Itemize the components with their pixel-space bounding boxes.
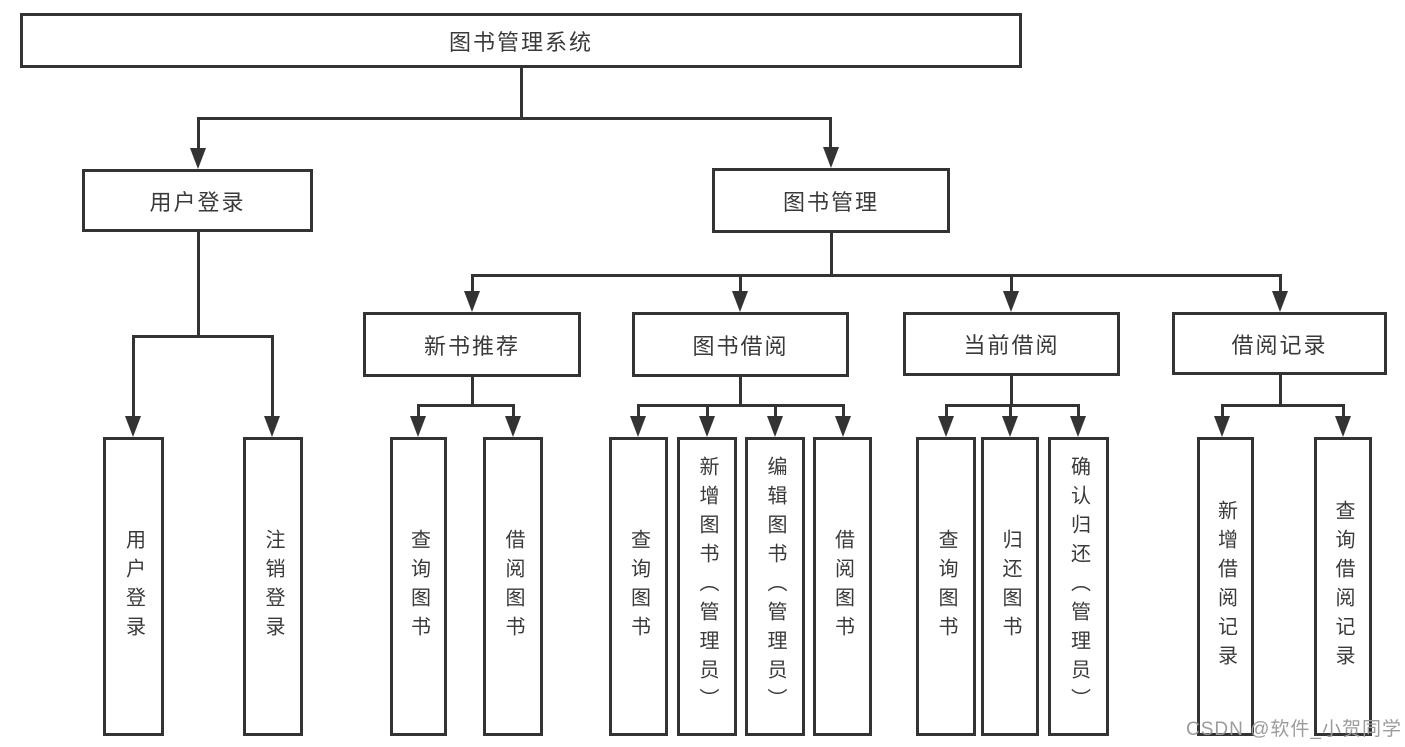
- connector-line: [1341, 403, 1345, 420]
- connector-line: [828, 116, 832, 152]
- node-label-borrowing-records: 借阅记录: [1231, 332, 1328, 358]
- arrowhead-down-icon: [822, 147, 839, 168]
- connector-line: [1278, 273, 1282, 295]
- node-label-borrow-book-borrowing: 借阅图书: [831, 528, 854, 645]
- arrowhead-down-icon: [766, 416, 783, 437]
- node-new-book-recommend: 新书推荐: [363, 312, 581, 377]
- arrowhead-down-icon: [263, 416, 280, 437]
- node-label-user-login-leaf: 用户登录: [122, 528, 145, 645]
- node-search-book-recommend: 查询图书: [390, 437, 447, 736]
- connector-line: [131, 334, 135, 418]
- connector-line: [1009, 374, 1013, 407]
- node-search-book-borrowing: 查询图书: [609, 437, 668, 736]
- arrowhead-down-icon: [698, 416, 715, 437]
- connector-line: [636, 403, 845, 407]
- connector-line: [1076, 403, 1080, 420]
- connector-line: [1220, 403, 1224, 420]
- connector-line: [196, 230, 200, 338]
- node-add-book-admin: 新增图书（管理员）: [677, 437, 737, 736]
- connector-line: [470, 375, 474, 407]
- connector-line: [470, 273, 1282, 277]
- connector-line: [511, 403, 515, 420]
- node-label-return-book: 归还图书: [999, 528, 1021, 645]
- connector-line: [841, 403, 845, 420]
- connector-line: [270, 334, 274, 418]
- node-label-add-book-admin: 新增图书（管理员）: [696, 456, 718, 717]
- connector-line: [1220, 403, 1345, 407]
- node-label-add-borrowing-record: 新增借阅记录: [1214, 499, 1237, 674]
- csdn-watermark: CSDN @软件_小贺同学: [1186, 719, 1402, 740]
- node-label-search-book-current: 查询图书: [935, 528, 957, 645]
- arrowhead-down-icon: [731, 291, 748, 312]
- node-label-current-borrowing: 当前借阅: [963, 333, 1060, 358]
- node-search-book-current: 查询图书: [916, 437, 976, 736]
- node-return-book: 归还图书: [981, 437, 1039, 736]
- node-borrow-book-borrowing: 借阅图书: [813, 437, 872, 736]
- node-current-borrowing: 当前借阅: [903, 312, 1120, 376]
- node-logout-leaf: 注销登录: [243, 437, 303, 736]
- connector-line: [131, 334, 274, 338]
- arrowhead-down-icon: [1334, 416, 1351, 437]
- node-edit-book-admin: 编辑图书（管理员）: [745, 437, 805, 736]
- connector-line: [1008, 403, 1012, 420]
- arrowhead-down-icon: [1069, 416, 1086, 437]
- connector-line: [944, 403, 1080, 407]
- node-label-new-book-recommend: 新书推荐: [423, 333, 520, 359]
- arrowhead-down-icon: [189, 148, 206, 169]
- node-label-edit-book-admin: 编辑图书（管理员）: [764, 456, 786, 717]
- node-borrowing-records: 借阅记录: [1172, 312, 1387, 375]
- connector-line: [1009, 273, 1013, 295]
- connector-line: [416, 403, 420, 420]
- node-label-user-login: 用户登录: [149, 189, 246, 215]
- node-user-login-leaf: 用户登录: [103, 437, 164, 736]
- node-label-root: 图书管理系统: [448, 29, 593, 55]
- connector-line: [773, 403, 777, 420]
- connector-line: [636, 403, 640, 420]
- connector-line: [738, 273, 742, 295]
- arrowhead-down-icon: [463, 291, 480, 312]
- connector-line: [944, 403, 948, 420]
- node-book-management: 图书管理: [712, 168, 950, 233]
- node-user-login: 用户登录: [82, 169, 313, 232]
- node-search-borrowing-record: 查询借阅记录: [1314, 437, 1372, 736]
- arrowhead-down-icon: [834, 416, 851, 437]
- arrowhead-down-icon: [504, 416, 521, 437]
- arrowhead-down-icon: [1002, 291, 1019, 312]
- connector-line: [738, 375, 742, 407]
- node-label-search-book-recommend: 查询图书: [407, 528, 430, 645]
- connector-line: [1278, 373, 1282, 407]
- node-label-confirm-return-admin: 确认归还（管理员）: [1067, 456, 1090, 717]
- node-label-search-book-borrowing: 查询图书: [627, 528, 650, 645]
- connector-line: [196, 116, 832, 120]
- node-label-book-borrowing: 图书借阅: [692, 333, 789, 359]
- arrowhead-down-icon: [1271, 291, 1288, 312]
- arrowhead-down-icon: [124, 416, 141, 437]
- arrowhead-down-icon: [1001, 416, 1018, 437]
- node-add-borrowing-record: 新增借阅记录: [1197, 437, 1254, 736]
- node-confirm-return-admin: 确认归还（管理员）: [1048, 437, 1109, 736]
- node-label-logout-leaf: 注销登录: [262, 528, 284, 645]
- arrowhead-down-icon: [1213, 416, 1230, 437]
- node-borrow-book-recommend: 借阅图书: [483, 437, 543, 736]
- connector-line: [416, 403, 515, 407]
- node-label-search-borrowing-record: 查询借阅记录: [1332, 499, 1354, 674]
- arrowhead-down-icon: [629, 416, 646, 437]
- arrowhead-down-icon: [937, 416, 954, 437]
- node-book-borrowing: 图书借阅: [632, 312, 849, 377]
- node-root: 图书管理系统: [20, 13, 1022, 68]
- connector-line: [470, 273, 474, 295]
- node-label-borrow-book-recommend: 借阅图书: [502, 528, 524, 645]
- connector-line: [705, 403, 709, 420]
- arrowhead-down-icon: [409, 416, 426, 437]
- connector-line: [829, 231, 833, 277]
- connector-line: [196, 116, 200, 152]
- node-label-book-management: 图书管理: [782, 189, 879, 215]
- connector-line: [519, 66, 523, 120]
